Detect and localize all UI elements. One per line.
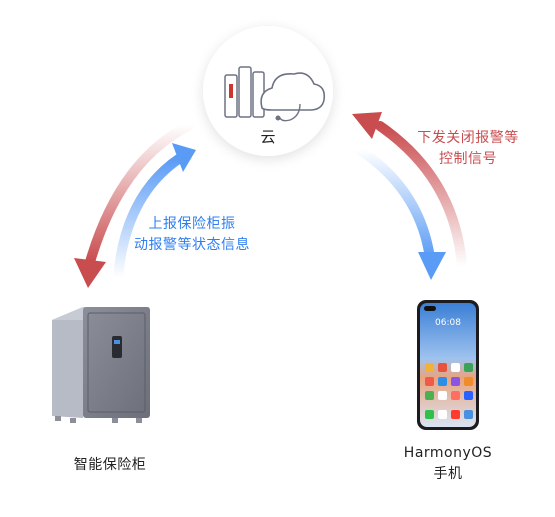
command-label: 下发关闭报警等 控制信号 — [398, 128, 538, 170]
safe-icon — [52, 307, 150, 423]
phone-clock: 06:08 — [435, 318, 461, 328]
safe-label: 智能保险柜 — [73, 457, 147, 473]
command-line1: 下发关闭报警等 — [417, 130, 519, 146]
phone-label-line2: 手机 — [433, 466, 463, 482]
right-blue-arrow — [355, 145, 446, 280]
left-blue-arrow — [113, 143, 196, 283]
left-red-arrow — [74, 120, 195, 288]
right-red-arrow — [352, 112, 467, 271]
cloud-node: 云 — [203, 26, 333, 156]
cloud-server-icon — [224, 66, 326, 122]
phone-icon: 06:08 — [417, 300, 479, 430]
upload-status-line2: 动报警等状态信息 — [134, 237, 250, 253]
upload-status-label: 上报保险柜振 动报警等状态信息 — [112, 214, 272, 256]
phone-label: HarmonyOS 手机 — [388, 443, 508, 485]
cloud-label: 云 — [260, 128, 275, 146]
upload-status-line1: 上报保险柜振 — [148, 216, 236, 232]
phone-label-line1: HarmonyOS — [403, 445, 493, 461]
command-line2: 控制信号 — [439, 151, 497, 167]
phone-app-grid — [425, 363, 473, 419]
